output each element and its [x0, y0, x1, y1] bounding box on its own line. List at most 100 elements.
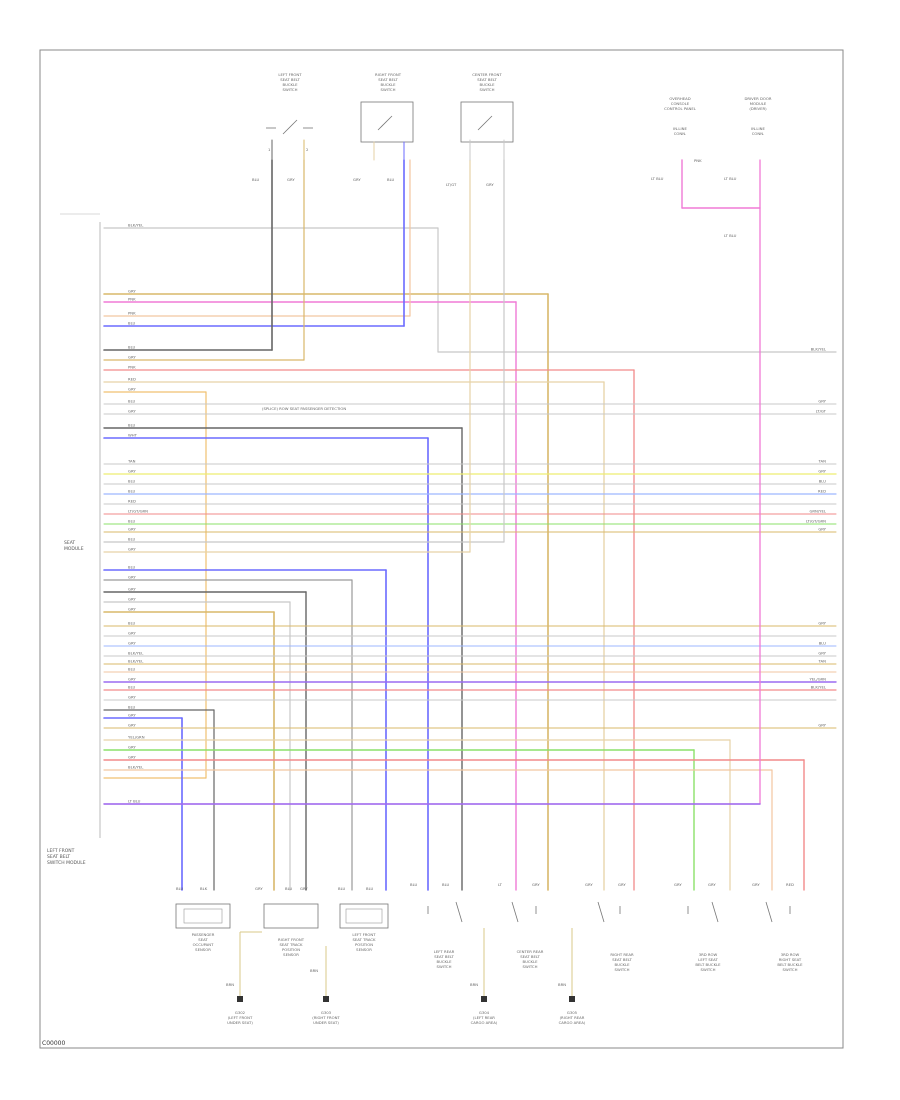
right-edge-wire-label: BLU	[819, 479, 827, 484]
module-pin-wire-label: GRY	[128, 527, 136, 532]
svg-text:(RIGHT FRONT: (RIGHT FRONT	[312, 1015, 340, 1020]
module-pin-wire-label: RED	[128, 499, 136, 504]
svg-text:GRY: GRY	[674, 882, 682, 887]
svg-text:GRY: GRY	[353, 177, 361, 182]
svg-text:CARGO AREA): CARGO AREA)	[559, 1020, 586, 1025]
right-edge-wire-label: GRN/YEL	[809, 509, 826, 514]
bottom-component-third-right: GRY RED 3RD ROW RIGHT SEAT BELT BUCKLE S…	[752, 882, 803, 972]
module-pin-wire-label: GRY	[128, 289, 136, 294]
module-pin-wire-label: BLU	[128, 519, 136, 524]
ground-g1: BRN G302 (LEFT FRONT UNDER SEAT)	[226, 931, 262, 1025]
module-pin-wire-label: RED	[128, 377, 136, 382]
svg-text:BELT BUCKLE: BELT BUCKLE	[777, 962, 803, 967]
svg-text:2: 2	[306, 147, 309, 152]
svg-text:OCCUPANT: OCCUPANT	[193, 942, 215, 947]
svg-text:BUCKLE: BUCKLE	[282, 82, 298, 87]
right-edge-wire-label: GRY	[818, 621, 826, 626]
svg-text:(LEFT FRONT: (LEFT FRONT	[228, 1015, 253, 1020]
module-pin-wire-label: PNK	[128, 297, 136, 302]
svg-text:SWITCH: SWITCH	[701, 967, 716, 972]
svg-text:BLU: BLU	[366, 886, 374, 891]
module-pin-wire-label: BLU	[128, 537, 136, 542]
wire-harness	[103, 139, 837, 891]
bottom-component-pass-detect: BLU BLK PASSENGER SEAT OCCUPANT SENSOR	[175, 886, 231, 952]
svg-text:(DRIVER): (DRIVER)	[749, 106, 767, 111]
svg-text:SENSOR: SENSOR	[195, 947, 211, 952]
svg-text:G304: G304	[479, 1010, 490, 1015]
svg-text:(RIGHT REAR: (RIGHT REAR	[560, 1015, 585, 1020]
svg-text:LT BLU: LT BLU	[724, 233, 737, 238]
module-pin-wire-label: BLU	[128, 321, 136, 326]
right-edge-wire-label: GRY	[818, 527, 826, 532]
svg-text:LT BLU: LT BLU	[724, 176, 737, 181]
svg-text:BLU: BLU	[176, 886, 184, 891]
module-pin-wire-label: GRY	[128, 713, 136, 718]
bottom-component-third-left: GRY GRY 3RD ROW LEFT SEAT BELT BUCKLE SW…	[674, 882, 721, 972]
svg-text:RIGHT REAR: RIGHT REAR	[610, 952, 634, 957]
module-pin-wire-label: GRY	[128, 641, 136, 646]
svg-text:SWITCH: SWITCH	[615, 967, 630, 972]
svg-text:BUCKLE: BUCKLE	[436, 959, 452, 964]
module-pin-wire-label: WHT	[128, 433, 138, 438]
svg-text:SEAT BELT: SEAT BELT	[47, 854, 70, 860]
svg-text:CENTER REAR: CENTER REAR	[517, 949, 544, 954]
module-pin-wire-label: LT BLU	[128, 799, 141, 804]
svg-text:SWITCH: SWITCH	[783, 967, 798, 972]
svg-text:LEFT SEAT: LEFT SEAT	[698, 957, 718, 962]
diagram-id: C00000	[42, 1040, 65, 1047]
module-pin-wire-label: BLU	[128, 705, 136, 710]
right-edge-wire-label: GRY	[818, 723, 826, 728]
module-pin-wire-label: GRY	[128, 355, 136, 360]
svg-text:SEAT BELT: SEAT BELT	[434, 954, 454, 959]
module-pin-wire-label: GRY	[128, 755, 136, 760]
svg-text:CENTER FRONT: CENTER FRONT	[472, 72, 502, 77]
center-switch-contact	[477, 115, 493, 131]
svg-text:SEAT BELT: SEAT BELT	[378, 77, 398, 82]
svg-text:BLU: BLU	[285, 886, 293, 891]
svg-text:CONN.: CONN.	[674, 131, 687, 136]
svg-text:SEAT BELT: SEAT BELT	[477, 77, 497, 82]
module-pin-wire-label: GRY	[128, 677, 136, 682]
module-pin-wire-label: GRY	[128, 723, 136, 728]
ground-g4: BRN G305 (RIGHT REAR CARGO AREA)	[558, 928, 586, 1025]
svg-text:GRY: GRY	[287, 177, 295, 182]
top-component-center-buckle: CENTER FRONT SEAT BELT BUCKLE SWITCH LT/…	[446, 72, 502, 187]
module-pin-wire-label: GRY	[128, 409, 136, 414]
svg-text:SWITCH: SWITCH	[480, 87, 495, 92]
module-pin-wire-label: BLK/YEL	[128, 223, 144, 228]
svg-text:LEFT FRONT: LEFT FRONT	[47, 848, 75, 854]
splice-label: (SPLICE) ROW SEAT PASSENGER DETECTION	[262, 406, 346, 411]
module-title: LEFT FRONT SEAT BELT SWITCH MODULE	[47, 848, 86, 866]
svg-text:3RD ROW: 3RD ROW	[699, 952, 718, 957]
right-edge-wire-label: GRY	[818, 469, 826, 474]
svg-text:RIGHT SEAT: RIGHT SEAT	[779, 957, 802, 962]
svg-text:MODULE: MODULE	[750, 101, 767, 106]
module-pin-wire-label: BLU	[128, 621, 136, 626]
module-pin-labels: BLK/YELGRYPNKPNKBLUBLUGRYPNKREDGRYBLUGRY…	[127, 223, 148, 804]
svg-text:UNDER SEAT): UNDER SEAT)	[313, 1020, 339, 1025]
right-edge-wire-label: TAN	[818, 659, 827, 664]
svg-text:RED: RED	[786, 882, 794, 887]
module-pin-wire-label: GRY	[128, 469, 136, 474]
svg-text:PNK: PNK	[694, 158, 702, 163]
svg-text:OVERHEAD: OVERHEAD	[669, 96, 690, 101]
svg-text:BUCKLE: BUCKLE	[479, 82, 495, 87]
svg-text:BRN: BRN	[226, 982, 234, 987]
svg-text:SEAT BELT: SEAT BELT	[520, 954, 540, 959]
svg-text:SEAT TRACK: SEAT TRACK	[279, 942, 303, 947]
svg-text:SEAT: SEAT	[64, 540, 75, 546]
svg-text:GRY: GRY	[486, 182, 494, 187]
right-edge-wire-label: GRY	[818, 651, 826, 656]
svg-text:BLU: BLU	[252, 177, 260, 182]
rf-buckle-switch-box	[360, 101, 414, 143]
bottom-component-lr-buckle: BLU BLU LEFT REAR SEAT BELT BUCKLE SWITC…	[410, 882, 463, 969]
svg-text:GRY: GRY	[532, 882, 540, 887]
top-component-overhead-console: OVERHEAD CONSOLE CONTROL PANEL IN-LINE C…	[651, 96, 702, 181]
svg-text:SEAT BELT: SEAT BELT	[280, 77, 300, 82]
module-pin-wire-label: GRY	[128, 745, 136, 750]
module-pin-wire-label: BLU	[128, 479, 136, 484]
svg-text:BLU: BLU	[410, 882, 418, 887]
right-edge-wire-label: GRY	[818, 399, 826, 404]
module-pin-wire-label: TAN	[127, 459, 136, 464]
